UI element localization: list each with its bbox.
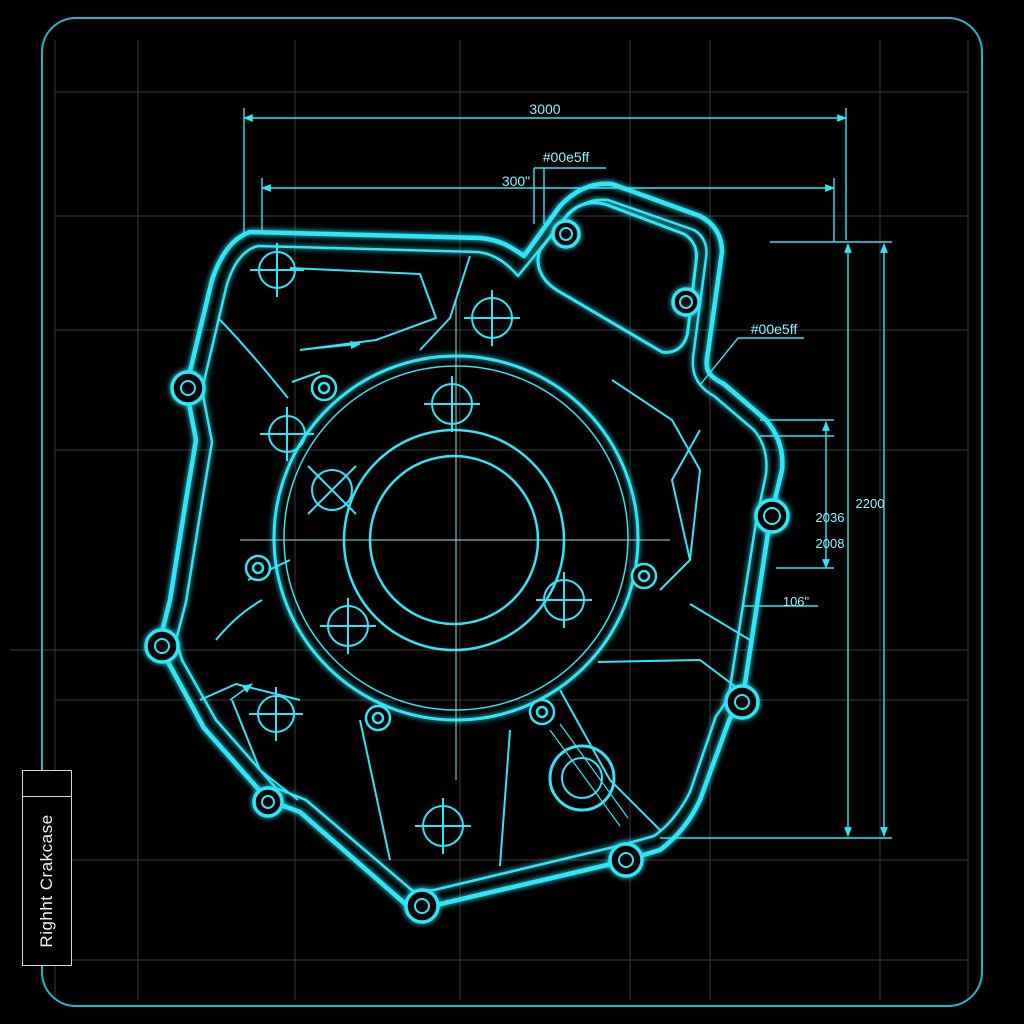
title-block-header — [23, 771, 71, 797]
flow-arrows — [229, 340, 362, 701]
title-block: Righht Crakcase — [22, 770, 72, 966]
title-block-label: Righht Crakcase — [37, 814, 56, 948]
inner-bosses — [244, 374, 658, 732]
crankcase-ribs — [199, 255, 751, 867]
bolt-hole — [536, 572, 592, 628]
dim-offset-note: 106" — [783, 594, 810, 609]
main-bearing-boss — [240, 300, 670, 780]
sheet-frame — [41, 17, 983, 1007]
bolt-holes — [249, 243, 592, 854]
bolt-hole — [320, 598, 376, 654]
bolt-hole — [464, 290, 520, 346]
lug — [404, 888, 440, 924]
dim-overall-width: 3000 — [529, 101, 560, 117]
lug — [671, 287, 701, 317]
lug — [724, 684, 760, 720]
lug — [144, 628, 180, 664]
lug — [170, 370, 206, 406]
bolt-hole — [307, 465, 357, 515]
dimension-lines — [243, 108, 892, 839]
drain-boss — [548, 723, 629, 827]
dim-inner-width: 300" — [502, 173, 530, 189]
bolt-hole — [424, 376, 480, 432]
lug — [608, 842, 644, 878]
background-grid — [10, 40, 969, 1000]
bolt-hole — [260, 407, 314, 461]
dimension-texts: 3000 300" #00e5ff #00e5ff 2036 2008 2200… — [502, 101, 885, 609]
lug — [551, 219, 581, 249]
bolt-hole — [250, 243, 304, 297]
lug — [754, 498, 790, 534]
bolt-hole — [415, 798, 471, 854]
dim-small-height-b: 2008 — [816, 536, 845, 551]
bolt-hole — [249, 687, 303, 741]
lug — [252, 786, 284, 818]
dim-overall-height: 2200 — [856, 496, 885, 511]
dim-small-height-a: 2036 — [816, 510, 845, 525]
crankcase-outline — [157, 181, 785, 911]
color-callout-top: #00e5ff — [543, 149, 590, 165]
perimeter-lugs — [144, 219, 790, 924]
color-callout-right: #00e5ff — [751, 321, 798, 337]
